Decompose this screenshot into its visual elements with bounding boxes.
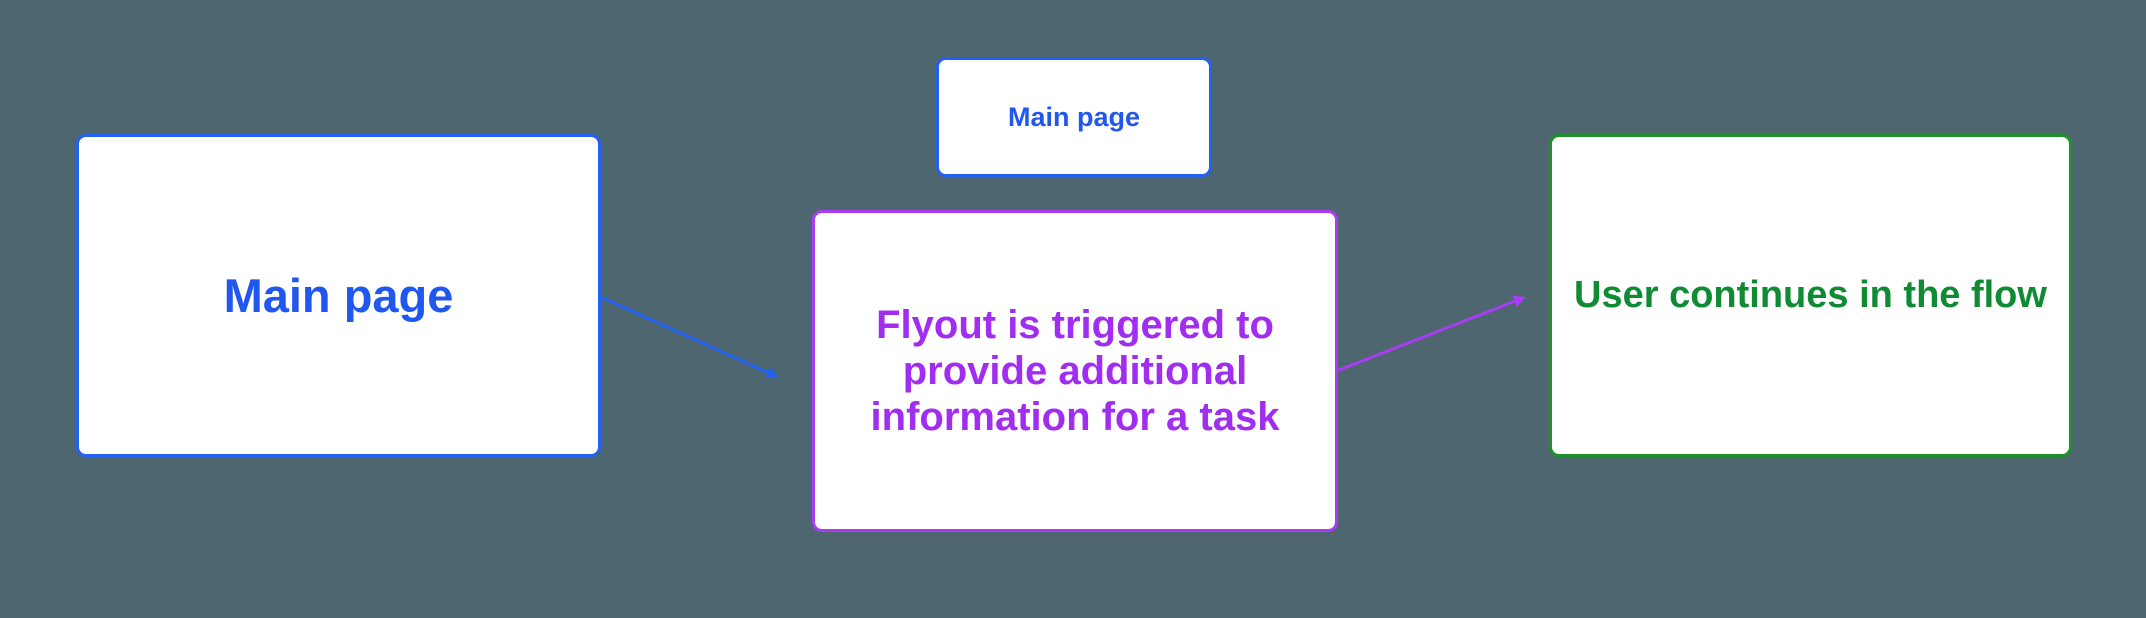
node-flyout[interactable]: Flyout is triggered to provide additiona…	[812, 210, 1338, 532]
node-user-continues-label: User continues in the flow	[1574, 274, 2047, 316]
node-flyout-label: Flyout is triggered to provide additiona…	[870, 303, 1280, 439]
node-user-continues[interactable]: User continues in the flow	[1549, 134, 2072, 457]
arrow-flyout-to-continue[interactable]	[1337, 295, 1526, 372]
node-main-page-label: Main page	[223, 269, 454, 322]
node-main-page-small[interactable]: Main page	[936, 57, 1212, 177]
node-main-page-small-label: Main page	[1007, 101, 1141, 132]
arrow-main-to-flyout[interactable]	[601, 296, 779, 378]
node-main-page[interactable]: Main page	[76, 134, 601, 457]
